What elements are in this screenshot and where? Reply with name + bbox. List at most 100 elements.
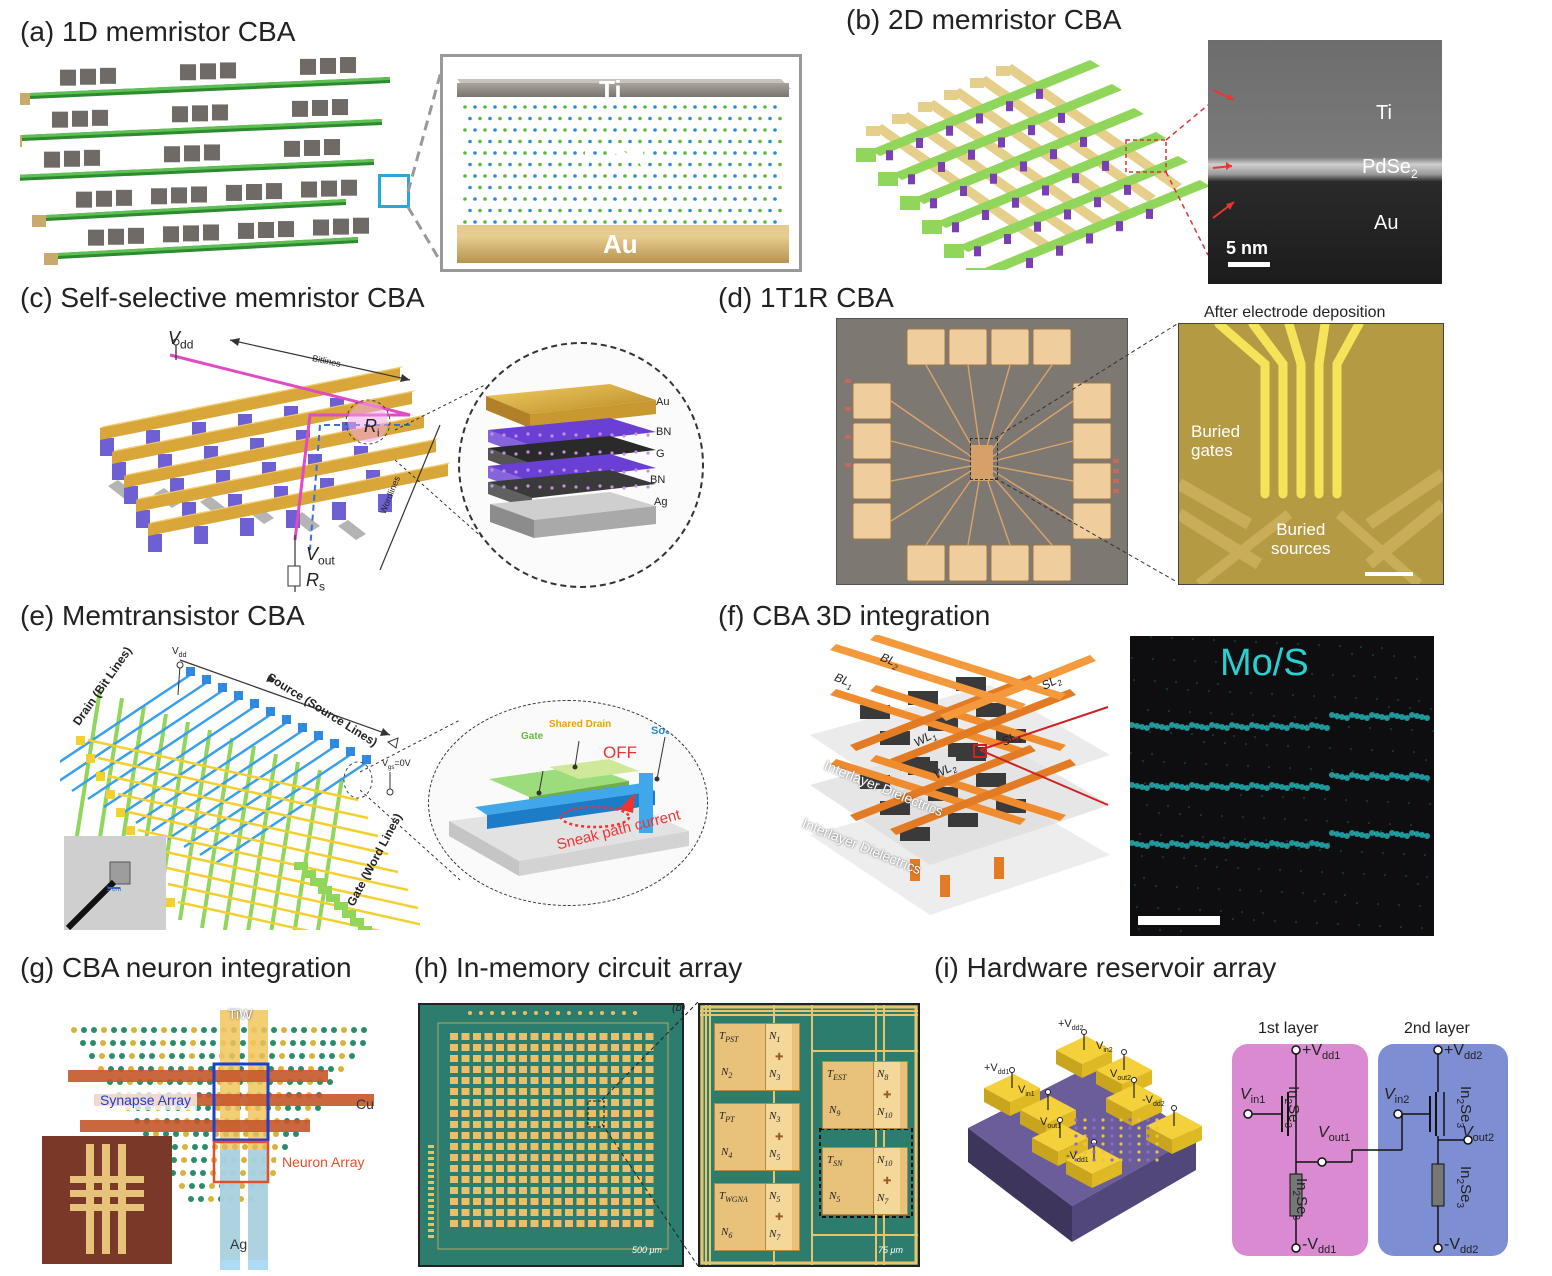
top-electrode xyxy=(936,132,1166,228)
hbn-atom xyxy=(738,162,742,167)
left-bond xyxy=(428,1145,434,1148)
ti-pad xyxy=(44,151,60,168)
lattice-atom xyxy=(239,1183,245,1189)
cell-pad xyxy=(519,1132,527,1139)
trace xyxy=(890,464,975,482)
lattice-atom xyxy=(341,1027,347,1033)
memristor-cell xyxy=(1116,221,1123,232)
memristor-cell xyxy=(886,150,893,161)
hbn-atom xyxy=(613,174,617,178)
noise xyxy=(1307,841,1309,843)
eds-band xyxy=(1139,724,1145,730)
hbn-atom xyxy=(468,139,472,144)
eds-band xyxy=(1294,723,1300,729)
noise xyxy=(1425,759,1427,761)
bn-cell xyxy=(148,534,162,552)
hbn-atom xyxy=(708,116,712,121)
bit-line xyxy=(97,756,369,820)
probe-tip xyxy=(1121,1049,1127,1055)
au-bitline xyxy=(112,392,412,464)
hbn-atom xyxy=(698,208,702,213)
cell-pad xyxy=(484,1187,493,1194)
panel-d-title: (d) 1T1R CBA xyxy=(718,282,894,313)
cell-pad xyxy=(542,1176,550,1183)
block-side xyxy=(1032,1138,1058,1166)
gate-pad xyxy=(294,862,308,870)
lattice-atom xyxy=(283,1131,289,1137)
hbn-atom xyxy=(753,128,757,132)
hbn-atom xyxy=(558,139,562,144)
eds-band xyxy=(1239,784,1245,790)
lattice-atom xyxy=(101,1027,107,1033)
lattice-atom xyxy=(1119,1158,1123,1162)
hbn-atom xyxy=(508,116,512,121)
hbn-atom xyxy=(623,174,627,178)
hbn-atom xyxy=(538,162,542,167)
block-side xyxy=(1146,1126,1172,1154)
stack-atom xyxy=(622,486,626,490)
panel-g-title: (g) CBA neuron integration xyxy=(20,952,352,983)
cell-pad xyxy=(599,1033,608,1040)
eds-band xyxy=(1189,722,1195,728)
hbn-atom xyxy=(483,174,487,178)
cell-pad xyxy=(576,1165,585,1172)
lattice-atom xyxy=(209,1053,215,1059)
lattice-atom xyxy=(291,1027,297,1033)
cell-pad xyxy=(622,1187,631,1194)
cell-pad xyxy=(473,1198,481,1205)
cell-pad xyxy=(553,1088,562,1095)
noise xyxy=(1215,661,1217,663)
cell xyxy=(948,813,978,827)
buried-gate-line xyxy=(1365,469,1443,529)
cell-pad xyxy=(599,1154,608,1161)
hbn-atom xyxy=(508,162,512,167)
noise xyxy=(1286,840,1288,842)
hbn-atom xyxy=(708,139,712,144)
hbn-atom xyxy=(693,105,697,109)
lattice-atom xyxy=(1128,1118,1132,1122)
cell-pad xyxy=(484,1209,493,1216)
block-side xyxy=(1066,1160,1092,1188)
eds-band xyxy=(1194,723,1200,729)
ti-pad xyxy=(96,190,112,207)
cell-pad xyxy=(622,1121,631,1128)
lattice-atom xyxy=(111,1027,117,1033)
block-front xyxy=(1010,1088,1040,1116)
hbn-atom xyxy=(518,139,522,144)
stack-atom xyxy=(490,484,494,488)
hbn-atom xyxy=(498,116,502,121)
noise xyxy=(1157,907,1159,909)
top-pad xyxy=(900,196,920,210)
hbn-atom xyxy=(688,185,692,190)
source-pad xyxy=(314,731,323,740)
lattice-atom xyxy=(121,1027,127,1033)
eds-band xyxy=(1369,712,1375,718)
cell-pad xyxy=(530,1099,539,1106)
eds-band xyxy=(1159,724,1165,730)
eds-band xyxy=(1134,783,1140,789)
noise xyxy=(1410,824,1412,826)
hbn-atom xyxy=(758,139,762,144)
eds-band xyxy=(1194,841,1200,847)
hbn-atom xyxy=(518,116,522,121)
lattice-atom xyxy=(99,1053,105,1059)
noise xyxy=(1138,928,1140,930)
hbn-atom xyxy=(778,208,782,213)
cell-pad xyxy=(461,1055,470,1062)
lattice-atom xyxy=(1119,1126,1123,1130)
cell-pad xyxy=(519,1143,527,1150)
lattice-atom xyxy=(243,1131,249,1137)
ti-pad xyxy=(313,219,329,236)
panel-f-3d-illustration xyxy=(810,634,1110,915)
noise xyxy=(1152,658,1154,660)
cell-pad xyxy=(634,1033,642,1040)
hbn-atom xyxy=(773,151,777,155)
hbn-atom xyxy=(753,151,757,155)
cell-pad xyxy=(599,1055,608,1062)
eds-band xyxy=(1164,843,1170,849)
hbn-atom xyxy=(728,185,732,190)
hbn-atom xyxy=(748,208,752,213)
hbn-atom xyxy=(673,197,677,201)
cell-pad xyxy=(461,1187,470,1194)
hbn-atom xyxy=(523,128,527,132)
